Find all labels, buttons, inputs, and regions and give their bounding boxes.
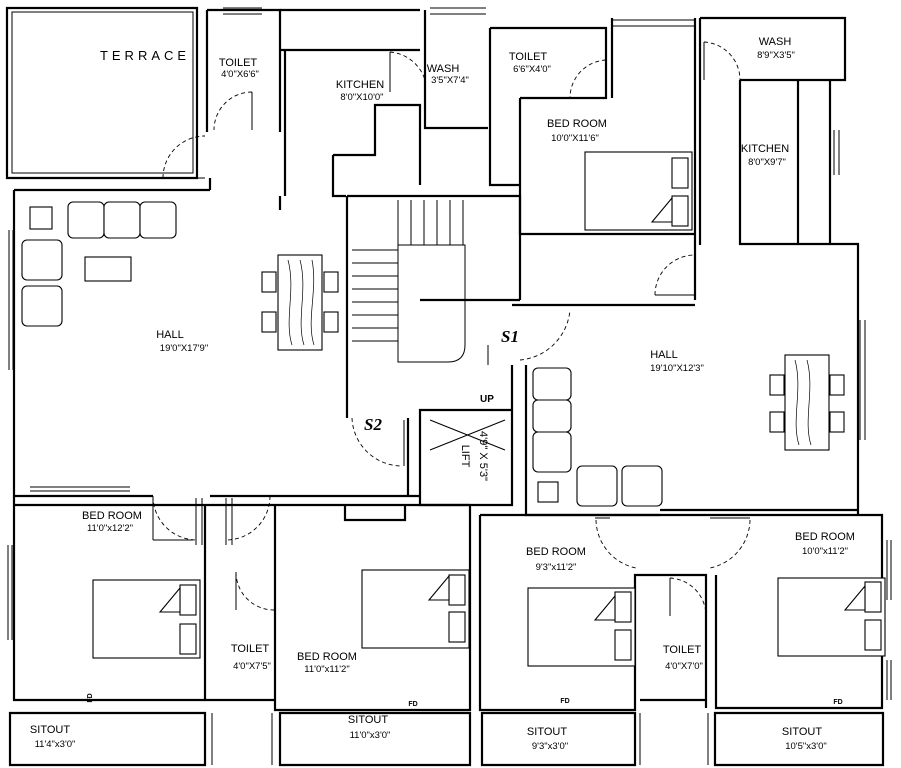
room-dim-kitchen-e: 8'0"X9'7"	[748, 157, 786, 168]
stair-label-s2: S2	[364, 415, 382, 434]
room-dim-bedroom-s2: 11'0"x11'2"	[304, 664, 349, 675]
room-dim-toilet-ne: 6'6"X4'0"	[513, 64, 551, 75]
room-dim-toilet-nw: 4'0"X6'6"	[221, 69, 259, 80]
room-name-bedroom-se: BED ROOM	[795, 531, 855, 543]
room-dim-toilet-se: 4'0"X7'0"	[665, 661, 703, 672]
stair-up-label: UP	[480, 394, 494, 405]
room-name-sitout-4: SITOUT	[782, 726, 822, 738]
stair-label-s1: S1	[501, 327, 519, 346]
room-dim-kitchen-w: 8'0"X10'0"	[340, 92, 383, 103]
room-dim-bedroom-ne: 10'0"X11'6"	[551, 133, 599, 144]
room-name-toilet-se: TOILET	[663, 644, 702, 656]
room-name-hall-e: HALL	[650, 349, 678, 361]
fd-label-2: FD	[408, 701, 417, 708]
room-dim-bedroom-s3: 9'3"x11'2"	[536, 562, 577, 573]
fd-label-3: FD	[560, 698, 569, 705]
room-dim-wash-w: 3'5"X7'4"	[431, 75, 469, 86]
room-name-hall-w: HALL	[156, 329, 184, 341]
room-name-wash-e: WASH	[759, 36, 792, 48]
room-name-sitout-2: SITOUT	[348, 714, 388, 726]
room-name-bedroom-s2: BED ROOM	[297, 651, 357, 663]
room-name-terrace: TERRACE	[100, 48, 190, 63]
room-name-toilet-nw: TOILET	[219, 57, 258, 69]
room-name-sitout-1: SITOUT	[30, 724, 70, 736]
room-name-sitout-3: SITOUT	[527, 726, 567, 738]
room-name-bedroom-sw: BED ROOM	[82, 510, 142, 522]
lift: LIFT 4'9" X 5'3"	[459, 431, 489, 481]
lift-label: LIFT	[459, 445, 471, 468]
room-dim-sitout-2: 11'0"x3'0"	[350, 730, 391, 741]
room-dim-sitout-4: 10'5"x3'0"	[785, 741, 827, 752]
room-name-wash-w: WASH	[427, 63, 460, 75]
staircase	[352, 200, 506, 451]
room-dim-wash-e: 8'9"X3'5"	[757, 50, 795, 61]
room-dim-sitout-3: 9'3"x3'0"	[532, 741, 568, 752]
fd-label-4: FD	[833, 699, 842, 706]
room-name-toilet-ne: TOILET	[509, 51, 548, 63]
furniture	[21, 151, 886, 667]
doors	[152, 41, 751, 617]
room-labels: TERRACE TOILET 4'0"X6'6" KITCHEN 8'0"X10…	[30, 36, 855, 752]
fd-label-1: FD	[87, 693, 94, 702]
room-dim-hall-w: 19'0"X17'9"	[160, 343, 208, 354]
room-name-bedroom-ne: BED ROOM	[547, 118, 607, 130]
walls	[5, 6, 892, 767]
room-name-kitchen-e: KITCHEN	[741, 143, 789, 155]
room-dim-toilet-sw: 4'0"X7'5"	[233, 661, 271, 672]
room-dim-bedroom-sw: 11'0"x12'2"	[87, 523, 133, 534]
room-dim-bedroom-se: 10'0"x11'2"	[802, 546, 848, 557]
room-dim-hall-e: 19'10"X12'3"	[650, 363, 704, 374]
room-name-toilet-sw: TOILET	[231, 643, 270, 655]
room-dim-sitout-1: 11'4"x3'0"	[35, 739, 76, 750]
stair-labels: S1 S2 UP	[364, 327, 519, 434]
room-name-kitchen-w: KITCHEN	[336, 79, 384, 91]
lift-dim: 4'9" X 5'3"	[477, 431, 489, 481]
room-name-bedroom-s3: BED ROOM	[526, 546, 586, 558]
fd-labels: FD FD FD FD	[87, 693, 843, 708]
